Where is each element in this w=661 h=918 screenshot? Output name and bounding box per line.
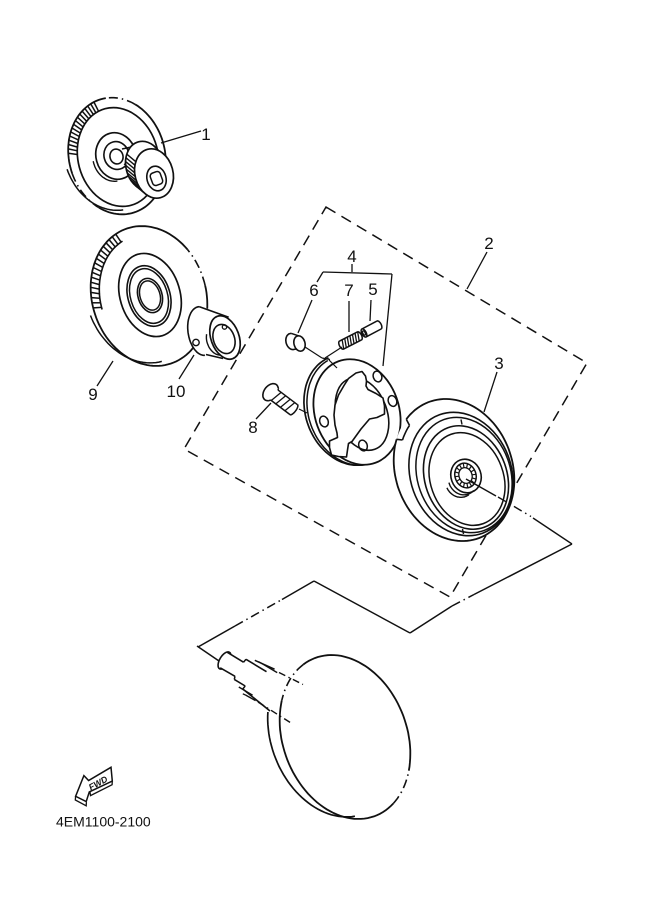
svg-text:3: 3 bbox=[494, 354, 503, 373]
svg-text:10: 10 bbox=[167, 382, 186, 401]
svg-text:2: 2 bbox=[484, 234, 493, 253]
svg-text:5: 5 bbox=[368, 280, 377, 299]
svg-text:4EM1100-2100: 4EM1100-2100 bbox=[56, 814, 151, 830]
svg-text:8: 8 bbox=[248, 418, 257, 437]
svg-text:6: 6 bbox=[309, 281, 318, 300]
svg-text:4: 4 bbox=[347, 247, 356, 266]
svg-text:7: 7 bbox=[344, 281, 353, 300]
svg-text:1: 1 bbox=[201, 125, 210, 144]
svg-text:9: 9 bbox=[88, 385, 97, 404]
